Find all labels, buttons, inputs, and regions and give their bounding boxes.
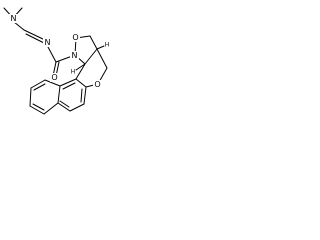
bond-layer bbox=[3, 7, 108, 115]
atom-stereo-h-bottom: H bbox=[71, 69, 76, 76]
bond-nap-l4-inner bbox=[32, 103, 45, 111]
label-bg-amine-n bbox=[9, 14, 18, 23]
label-bg-pyran-o bbox=[93, 80, 102, 89]
bond-imine-double-b bbox=[25, 33, 45, 44]
label-bg-imine-n bbox=[43, 38, 52, 47]
bond-nap-l3 bbox=[29, 87, 32, 107]
bond-nap-r5 bbox=[59, 78, 77, 87]
bond-amine-ch bbox=[13, 21, 25, 31]
bond-nap-l5 bbox=[43, 102, 59, 115]
chemical-structure: N N O N O O H H bbox=[3, 7, 109, 115]
atom-labels: N N O N O O H H bbox=[9, 14, 109, 89]
bond-stereo-h-top bbox=[96, 45, 105, 50]
bond-nap-fuse bbox=[57, 85, 61, 104]
bond-ch-ch bbox=[84, 48, 98, 65]
bond-nap-r4-inner bbox=[59, 100, 70, 108]
bond-nap-r5-inner bbox=[62, 82, 76, 90]
bond-stereo-h-bottom bbox=[75, 63, 86, 71]
bond-nap-r3 bbox=[69, 103, 85, 112]
atom-amine-n: N bbox=[11, 14, 17, 23]
bond-imine-double-a bbox=[23, 29, 46, 41]
bond-ch2-ch bbox=[89, 35, 98, 50]
bond-nap-r4 bbox=[57, 102, 71, 112]
bond-nap-r2-inner bbox=[80, 88, 83, 103]
atom-carbonyl-o: O bbox=[51, 73, 57, 82]
label-bg-carbonyl-o bbox=[50, 73, 59, 82]
bond-nap-r1 bbox=[75, 78, 87, 88]
atom-stereo-h-top: H bbox=[105, 42, 110, 49]
atom-ring-n: N bbox=[72, 51, 78, 60]
bond-nap-r2 bbox=[83, 86, 87, 105]
atom-imine-n: N bbox=[45, 38, 51, 47]
bond-ch-ch2-pyran bbox=[96, 48, 108, 69]
bond-nap-l4 bbox=[29, 105, 45, 115]
bond-nap-l1 bbox=[44, 79, 61, 87]
atom-pyran-o: O bbox=[94, 80, 100, 89]
atom-ring-o: O bbox=[72, 33, 78, 42]
bond-nap-l2-inner bbox=[33, 83, 46, 91]
bond-ch-ar bbox=[75, 63, 86, 80]
bond-nap-l2 bbox=[30, 79, 46, 89]
label-bg-ring-n bbox=[70, 51, 79, 60]
bond-imine-carbonyl bbox=[47, 46, 57, 63]
label-bg-ring-o bbox=[71, 33, 80, 42]
